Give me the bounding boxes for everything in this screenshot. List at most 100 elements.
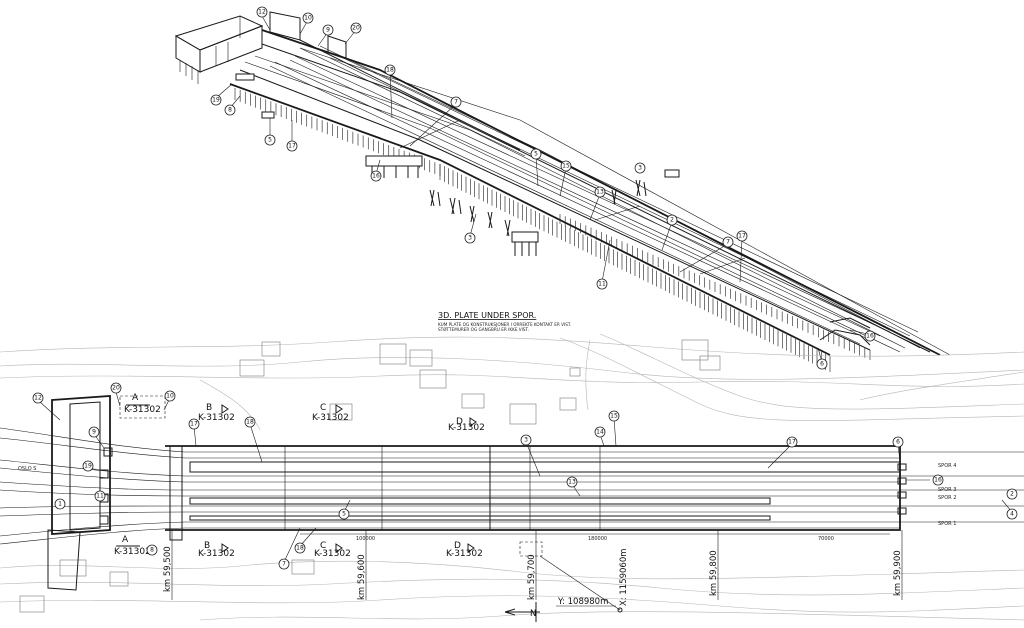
- svg-text:70000: 70000: [818, 536, 834, 542]
- pile-clusters: [235, 73, 680, 256]
- svg-text:11: 11: [96, 493, 104, 500]
- svg-text:6: 6: [896, 439, 900, 446]
- isometric-view: 12 10 9 20 18 7 19 8 5 17 16 15 5 13 3 3…: [174, 6, 951, 372]
- svg-text:13: 13: [596, 189, 604, 196]
- callout: 9: [88, 426, 100, 438]
- svg-text:K-31302: K-31302: [198, 549, 235, 559]
- callout: 5: [264, 134, 276, 146]
- svg-text:3: 3: [524, 437, 528, 444]
- svg-text:9: 9: [326, 27, 330, 34]
- svg-text:K-31302: K-31302: [198, 413, 235, 423]
- callout: 5: [338, 508, 350, 520]
- callout: 4: [1006, 508, 1018, 520]
- section-marker-b-bottom: B K-31302: [198, 541, 235, 559]
- svg-text:19: 19: [212, 97, 220, 104]
- callout: 8: [146, 544, 158, 556]
- svg-text:C: C: [320, 403, 326, 413]
- callout: 20: [110, 382, 122, 394]
- contour-line: [199, 379, 261, 431]
- svg-text:19: 19: [84, 463, 92, 470]
- buildings: [19, 339, 721, 613]
- callout: 7: [722, 236, 734, 248]
- section-marker-d-top: D K-31302: [448, 417, 485, 433]
- section-markers: A K-31302 B K-31302 C K-31302 D K-31302 …: [114, 393, 485, 559]
- svg-text:17: 17: [190, 421, 198, 428]
- svg-text:7: 7: [454, 99, 458, 106]
- callout: 12: [32, 392, 44, 404]
- svg-text:K-31302: K-31302: [312, 413, 349, 423]
- svg-text:C: C: [320, 541, 326, 551]
- callout: 19: [210, 94, 222, 106]
- callout: 14: [594, 426, 606, 438]
- svg-text:18: 18: [246, 419, 254, 426]
- plan-callouts: 20 12 10 9 19 11 17 18 3 13 14 15 17 6 1…: [32, 382, 1018, 570]
- section-marker-b-top: B K-31302: [198, 403, 235, 423]
- track-label: SPOR 4: [938, 463, 956, 469]
- svg-text:B: B: [204, 541, 210, 551]
- contour-line: [199, 611, 1024, 621]
- callout: 15: [608, 410, 620, 422]
- svg-text:K-31302: K-31302: [448, 423, 485, 433]
- svg-text:2: 2: [670, 217, 674, 224]
- svg-text:17: 17: [788, 439, 796, 446]
- svg-text:A: A: [122, 535, 129, 545]
- svg-text:5: 5: [534, 151, 538, 158]
- callout: 13: [594, 186, 606, 198]
- contour-line: [585, 339, 591, 411]
- svg-text:20: 20: [112, 385, 120, 392]
- callout: 16: [932, 474, 944, 486]
- svg-text:15: 15: [562, 163, 570, 170]
- contour-line: [0, 374, 1024, 387]
- callout: 2: [666, 214, 678, 226]
- svg-text:D: D: [454, 541, 461, 551]
- svg-text:8: 8: [228, 107, 232, 114]
- svg-text:17: 17: [288, 143, 296, 150]
- svg-text:18: 18: [386, 67, 394, 74]
- track-label: SPOR 3: [938, 487, 956, 493]
- chainage-label: km 59,600: [357, 554, 367, 600]
- callout: 3: [634, 162, 646, 174]
- callout: 9: [322, 24, 334, 36]
- svg-text:A: A: [132, 393, 139, 403]
- callout: 7: [278, 558, 290, 570]
- iso-note-2: STØTTEMURER OG GANGBRU ER IKKE VIST.: [438, 327, 529, 332]
- svg-text:12: 12: [34, 395, 42, 402]
- callout: 18: [384, 64, 396, 76]
- callout: 7: [450, 96, 462, 108]
- svg-text:100000: 100000: [356, 536, 375, 542]
- svg-text:3: 3: [638, 165, 642, 172]
- leader-lines: [215, 15, 869, 363]
- station-building: [174, 11, 347, 84]
- deck-slab: [229, 29, 951, 356]
- callout: 18: [244, 416, 256, 428]
- plan-view: OSLO S A K-31302 B K-31302 C K-31302 D K: [0, 333, 1024, 622]
- track-label: SPOR 1: [938, 521, 956, 527]
- svg-text:B: B: [206, 403, 212, 413]
- callout: 2: [1006, 488, 1018, 500]
- topography: [0, 333, 1024, 621]
- svg-text:K-31302: K-31302: [124, 405, 161, 415]
- svg-text:2: 2: [1010, 491, 1014, 498]
- callout: 13: [566, 476, 578, 488]
- section-marker-c-bottom: C K-31302: [314, 541, 351, 559]
- svg-text:9: 9: [92, 429, 96, 436]
- contour-line: [0, 578, 1024, 596]
- svg-text:1: 1: [58, 501, 62, 508]
- section-marker-c-top: C K-31302: [312, 403, 349, 423]
- contour-line: [859, 371, 1024, 401]
- section-marker-a-bottom: A K-31302: [114, 535, 151, 557]
- svg-text:15: 15: [610, 413, 618, 420]
- callout: 10: [164, 390, 176, 402]
- callout: 20: [350, 22, 362, 34]
- track-labels: SPOR 4 SPOR 3 SPOR 2 SPOR 1: [938, 463, 956, 527]
- contour-line: [599, 333, 1024, 410]
- iso-callouts: 12 10 9 20 18 7 19 8 5 17 16 15 5 13 3 3…: [210, 6, 876, 370]
- callout: 17: [736, 230, 748, 242]
- svg-text:13: 13: [568, 479, 576, 486]
- contour-line: [0, 336, 1024, 357]
- svg-text:16: 16: [866, 333, 874, 340]
- svg-text:10: 10: [304, 15, 312, 22]
- plan-leaders: [39, 391, 1013, 563]
- callout: 19: [82, 460, 94, 472]
- callout: 3: [464, 232, 476, 244]
